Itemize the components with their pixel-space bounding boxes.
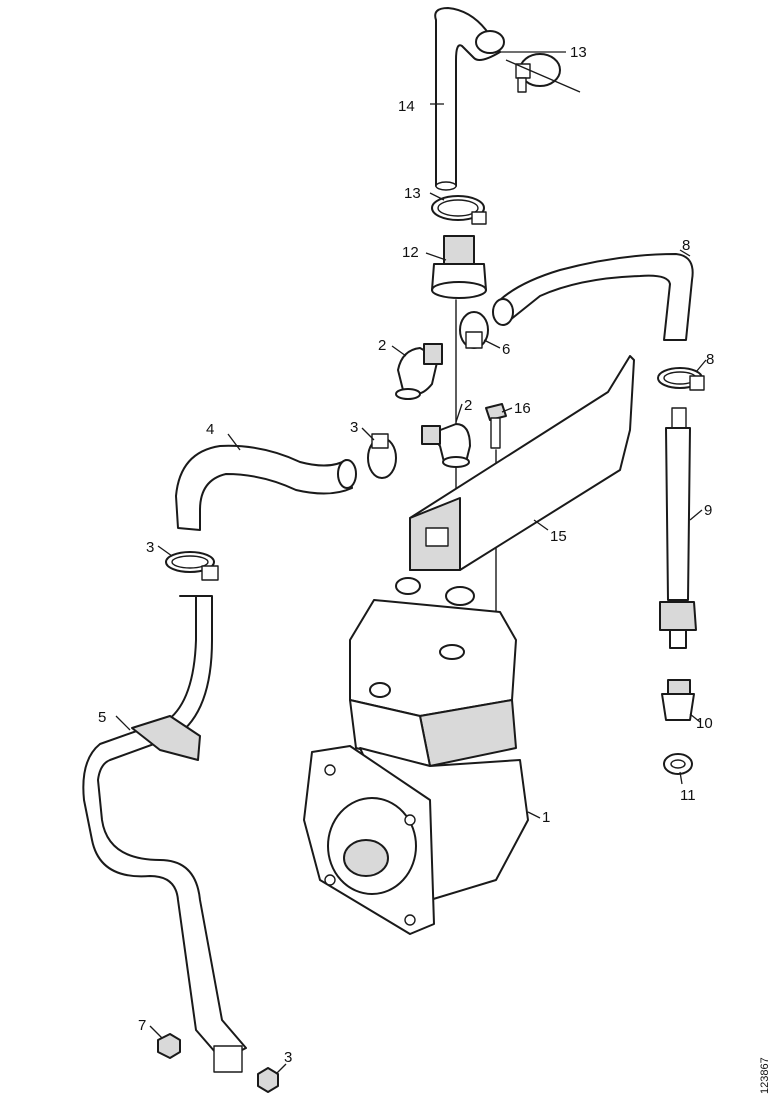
- hose-4: [175, 444, 357, 531]
- clamp-8: [657, 367, 705, 391]
- callout-2-upper: 2: [378, 337, 386, 354]
- clamp-6-upper: [459, 311, 489, 349]
- callout-8-upper: 8: [682, 237, 690, 254]
- compressor-1: [303, 577, 529, 935]
- nut-6-lower: [257, 1067, 279, 1093]
- callout-14: 14: [398, 98, 415, 115]
- fitting-10: [661, 679, 695, 721]
- pipe-9: [659, 407, 697, 649]
- document-number: 123867: [759, 1057, 771, 1094]
- clamp-3-lower: [165, 551, 219, 581]
- callout-9: 9: [704, 502, 712, 519]
- nut-7: [157, 1033, 181, 1059]
- ring-11: [663, 753, 693, 775]
- callout-15: 15: [550, 528, 567, 545]
- callout-10: 10: [696, 715, 713, 732]
- clamp-3-middle: [367, 433, 397, 479]
- hose-8: [492, 253, 694, 341]
- callout-5: 5: [98, 709, 106, 726]
- callout-3-lower: 3: [146, 539, 154, 556]
- callout-7: 7: [138, 1017, 146, 1034]
- pipe-5: [82, 595, 247, 1073]
- bracket-15: [409, 355, 635, 571]
- callout-13-upper: 13: [570, 44, 587, 61]
- connector-12: [431, 235, 487, 521]
- clamp-13-lower: [431, 195, 487, 225]
- callout-3-middle: 3: [350, 419, 358, 436]
- callout-6-lower: 3: [284, 1049, 292, 1066]
- callout-2-lower: 2: [464, 397, 472, 414]
- callout-6-upper: 6: [502, 341, 510, 358]
- callout-16: 16: [514, 400, 531, 417]
- clamp-13-upper: [515, 53, 561, 93]
- leader-lines: [115, 51, 707, 1075]
- elbow-2-upper: [395, 343, 443, 400]
- callout-11: 11: [680, 787, 696, 804]
- callout-12: 12: [402, 244, 419, 261]
- callout-1: 1: [542, 809, 550, 826]
- hose-14: [434, 7, 505, 191]
- callout-4: 4: [206, 421, 214, 438]
- callout-13-lower: 13: [404, 185, 421, 202]
- elbow-2-lower: [421, 423, 471, 468]
- callout-8-lower: 8: [706, 351, 714, 368]
